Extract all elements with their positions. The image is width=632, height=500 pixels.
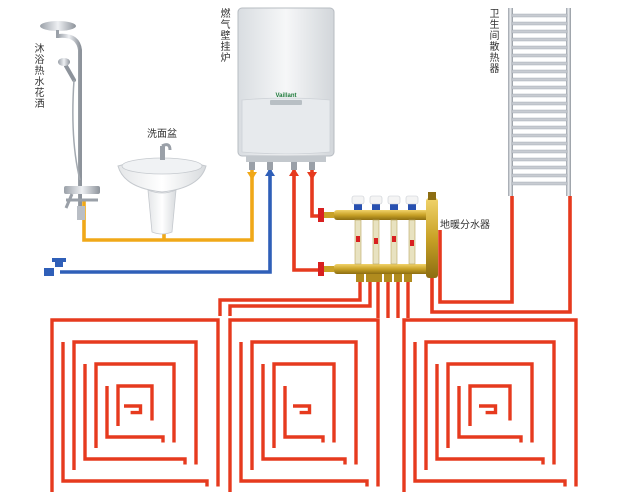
loop-feed-pipes (218, 282, 410, 318)
heating-coil-path (402, 318, 578, 492)
heating-supply-arrow (307, 172, 317, 180)
radiator-rung (511, 133, 568, 138)
radiator-rung (511, 37, 568, 42)
gas-wall-boiler: Vaillant (237, 7, 335, 170)
manifold-outlets (356, 274, 412, 282)
radiator-rung (511, 117, 568, 122)
radiator-rung (511, 149, 568, 154)
radiator-label: 卫生间散热器 (487, 8, 498, 74)
hot-water-out-arrow (247, 172, 257, 180)
cold-water-pipe (60, 168, 272, 274)
cold-water-inlet-valve (44, 258, 66, 276)
flow-arrows (247, 168, 317, 180)
radiator-rung (511, 173, 568, 178)
radiator-rung (511, 157, 568, 162)
radiator-rung (511, 29, 568, 34)
heating-coil-path (50, 318, 220, 492)
manifold-label: 地暖分水器 (440, 220, 490, 231)
radiator-rung (511, 61, 568, 66)
boiler-label: 燃气壁挂炉 (218, 8, 229, 63)
boiler-brand-logo: Vaillant (275, 93, 296, 99)
radiator-rung (511, 93, 568, 98)
manifold-flow-meters (354, 219, 416, 265)
radiator-rung (511, 45, 568, 50)
heating-coil-path (228, 318, 380, 492)
radiator-rung (511, 165, 568, 170)
radiator-rung (511, 109, 568, 114)
shower-fixture (40, 21, 100, 220)
cold-water-in-arrow (265, 168, 275, 176)
radiator-rung (511, 77, 568, 82)
heating-return-arrow (289, 168, 299, 176)
radiator-rung (511, 181, 568, 186)
basin-label: 洗面盆 (147, 129, 177, 140)
radiator-rung (511, 125, 568, 130)
floor-heating-loop-right (402, 318, 578, 492)
radiator-rung (511, 141, 568, 146)
bathroom-towel-radiator (508, 8, 571, 196)
radiator-rung (511, 21, 568, 26)
manifold-actuators (351, 195, 419, 205)
radiator-rung (511, 85, 568, 90)
floor-heating-loop-left (50, 318, 220, 492)
radiator-rung (511, 53, 568, 58)
shower-label: 沐浴热水花洒 (32, 43, 43, 109)
wash-basin (117, 143, 207, 235)
manifold-blue-caps (354, 204, 416, 210)
radiator-rung (511, 69, 568, 74)
floor-heating-manifold (318, 192, 438, 282)
radiator-rung (511, 101, 568, 106)
radiator-rung (511, 13, 568, 18)
floor-heating-loop-middle (228, 318, 380, 492)
